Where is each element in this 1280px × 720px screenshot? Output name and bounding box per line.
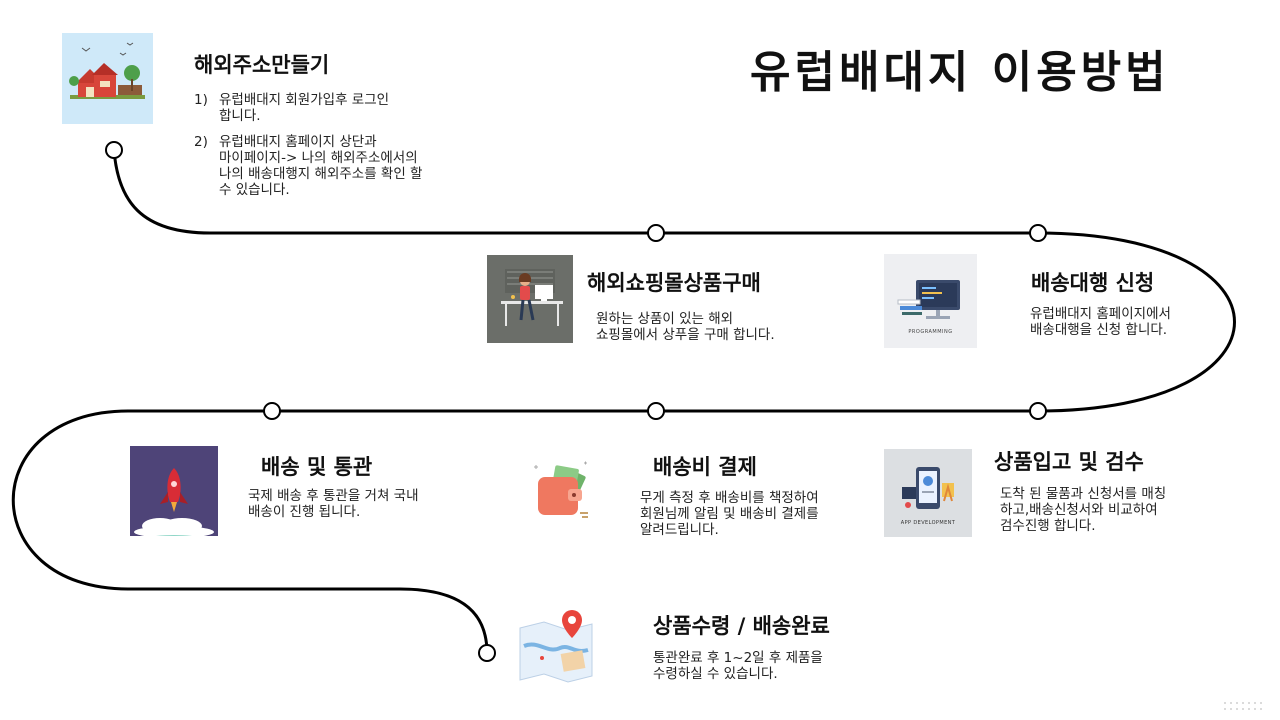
step-title: 해외쇼핑몰상품구매 [587,271,761,295]
step-title: 배송대행 신청 [1031,271,1155,295]
page-title: 유럽배대지 이용방법 [750,47,1170,98]
app-development-icon: APP DEVELOPMENT [884,449,972,537]
step-title: 해외주소만들기 [194,53,330,77]
timeline-node [647,402,665,420]
step-description: 유럽배대지 홈페이지에서 배송대행을 신청 합니다. [1030,306,1171,338]
step-description: 원하는 상품이 있는 해외 쇼핑몰에서 상푸을 구매 합니다. [596,311,775,343]
timeline-node [105,141,123,159]
timeline-node [263,402,281,420]
wallet-money-icon [524,455,594,525]
step-description: 무게 측정 후 배송비를 책정하여 회원님께 알림 및 배송비 결제를 알려드립… [640,490,819,538]
step-title: 상품수령 / 배송완료 [653,614,830,638]
timeline-node [647,224,665,242]
map-pin-icon [514,606,600,686]
decorative-dots [1222,700,1266,714]
icon-caption: APP DEVELOPMENT [900,520,956,526]
timeline-node [478,644,496,662]
step-description: 도착 된 물품과 신청서를 매칭 하고,배송신청서와 비교하여 검수진행 합니다… [1000,486,1167,534]
step-title: 상품입고 및 검수 [994,450,1144,474]
step-description: 통관완료 후 1~2일 후 제품을 수령하실 수 있습니다. [653,650,823,682]
person-at-desk-icon [487,255,573,343]
timeline-node [1029,224,1047,242]
timeline-node [1029,402,1047,420]
rocket-icon [130,446,218,536]
farm-house-icon [62,33,153,124]
programming-icon: PROGRAMMING [884,254,977,348]
step-description: 1) 유럽배대지 회원가입후 로그인 합니다. 2) 유럽배대지 홈페이지 상단… [194,92,423,198]
step-description: 국제 배송 후 통관을 거쳐 국내 배송이 진행 됩니다. [248,488,419,520]
icon-caption: PROGRAMMING [908,329,953,335]
step-title: 배송비 결제 [653,455,757,479]
step-title: 배송 및 통관 [261,455,373,479]
